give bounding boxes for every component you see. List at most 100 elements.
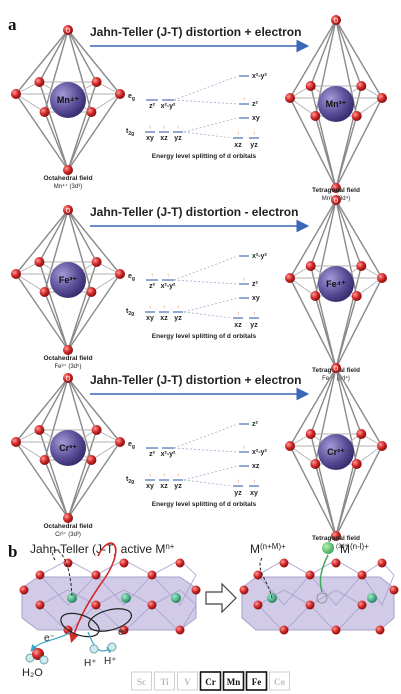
correlation-line: [173, 75, 239, 101]
oxygen-atom: [310, 111, 321, 121]
lattice-right: [239, 542, 399, 635]
splitting-caption: Energy level splitting of d orbitals: [152, 501, 257, 508]
spin-mark: ↑: [243, 97, 246, 103]
bond: [38, 29, 69, 83]
bond: [38, 209, 69, 263]
oxygen-atom: [11, 437, 21, 447]
octahedron-left: Fe³⁺O: [11, 205, 125, 355]
bond: [67, 377, 121, 443]
oxygen-atom: [91, 77, 102, 87]
octahedron-right: Cr²⁺O: [285, 363, 387, 541]
tetragonal-config: Fe⁴⁺ (3d⁴): [322, 375, 350, 382]
split-level-label: xy: [250, 490, 258, 497]
oxygen-atom: [356, 261, 367, 271]
correlation-line: [173, 99, 239, 105]
correlation-line: [173, 255, 239, 281]
bond: [314, 463, 337, 537]
eg-label: eg: [128, 273, 135, 282]
spin-mark: ↑: [177, 473, 180, 479]
element-symbol: Fe: [252, 677, 262, 687]
proton-sphere-2: [107, 642, 117, 652]
eg-orbital-label: z²: [149, 451, 156, 458]
oxygen-atom: [356, 429, 367, 439]
element-box: [131, 671, 152, 691]
spin-mark: ↑: [177, 125, 180, 131]
bond: [67, 29, 121, 95]
oxygen-atom: [351, 291, 362, 301]
element-ti: Ti: [154, 671, 175, 691]
oxygen-atom: [86, 287, 97, 297]
oxygen-atom: [63, 345, 73, 355]
split-level-label: yz: [250, 322, 258, 329]
eg-orbital-label: x²-y²: [161, 103, 176, 110]
t2g-orbital-label: xy: [146, 315, 154, 322]
jt-arrow-title: Jahn-Teller (J-T) distortion + electron: [90, 25, 301, 39]
edge: [91, 441, 121, 461]
element-symbol: Co: [274, 677, 285, 687]
panel-b: b Jahn-Teller (J-T) active Mn+ M(n+M)+ M…: [8, 542, 399, 691]
bond: [15, 209, 69, 275]
bond: [67, 209, 121, 275]
oxygen-atom: [285, 93, 295, 103]
spin-mark: ↑: [237, 479, 240, 485]
ion-middle-sup: (n+M)+: [260, 542, 286, 551]
jt-arrow-title: Jahn-Teller (J-T) distortion - electron: [90, 205, 298, 219]
octahedral-config: Fe³⁺ (3d⁵): [55, 363, 82, 370]
bond: [43, 291, 69, 351]
oxygen-label: O: [66, 29, 71, 35]
split-level-label: xz: [234, 322, 242, 329]
octahedral-caption: Octahedral field: [43, 523, 92, 530]
t2g-orbital-label: yz: [174, 135, 182, 142]
splitting-caption: Energy level splitting of d orbitals: [152, 333, 257, 340]
oxygen-atom: [351, 459, 362, 469]
bond: [289, 199, 337, 279]
leaching-path: [319, 554, 329, 593]
jt-row-2: Jahn-Teller (J-T) distortion - electronF…: [11, 195, 387, 382]
bond: [38, 81, 69, 171]
oxygen-atom: [115, 89, 125, 99]
oxygen-atom: [331, 15, 341, 25]
bond: [335, 199, 383, 279]
bond: [67, 261, 98, 351]
split-level-label: xy: [252, 115, 260, 122]
bond: [67, 29, 93, 113]
electron-label-2: e⁻: [118, 627, 129, 638]
oxygen-atom: [115, 269, 125, 279]
metal-ion-sphere: [318, 86, 354, 122]
edge: [356, 445, 383, 465]
oxygen-atom: [331, 531, 341, 541]
jt-row-1: Jahn-Teller (J-T) distortion + electronM…: [11, 15, 387, 202]
bond: [289, 97, 337, 189]
oxygen-atom: [377, 273, 387, 283]
metal-site-2: [121, 593, 131, 603]
metal-ion-label: Mn³⁺: [326, 99, 347, 109]
t2g-orbital-label: yz: [174, 483, 182, 490]
bond: [335, 115, 358, 189]
t2g-orbital-label: xz: [160, 483, 168, 490]
spin-mark: ↑: [253, 131, 256, 137]
element-v: V: [177, 671, 198, 691]
bond: [289, 445, 337, 537]
oxygen-label: O: [334, 199, 339, 205]
eg-orbital-label: x²-y²: [161, 283, 176, 290]
edge: [15, 441, 45, 461]
oxygen-label: O: [66, 209, 71, 215]
oxygen-atom: [11, 89, 21, 99]
bond: [67, 291, 93, 351]
metal-site-3: [171, 593, 181, 603]
split-level-label: xz: [252, 463, 260, 470]
t2g-orbital-label: yz: [174, 315, 182, 322]
bond: [15, 377, 69, 443]
bond: [67, 273, 121, 351]
correlation-line: [183, 479, 233, 487]
oxygen-atom: [34, 257, 45, 267]
ion-middle-symbol: M: [250, 542, 260, 556]
t2g-label: t2g: [126, 476, 134, 485]
spin-mark: ↑: [237, 131, 240, 137]
octahedral-config: Cr³⁺ (3d³): [55, 531, 81, 538]
bond: [67, 429, 98, 519]
oxygen-atom: [356, 81, 367, 91]
water-molecule: [25, 648, 49, 665]
eg-label: eg: [128, 441, 135, 450]
water-label: H₂O: [22, 667, 43, 679]
